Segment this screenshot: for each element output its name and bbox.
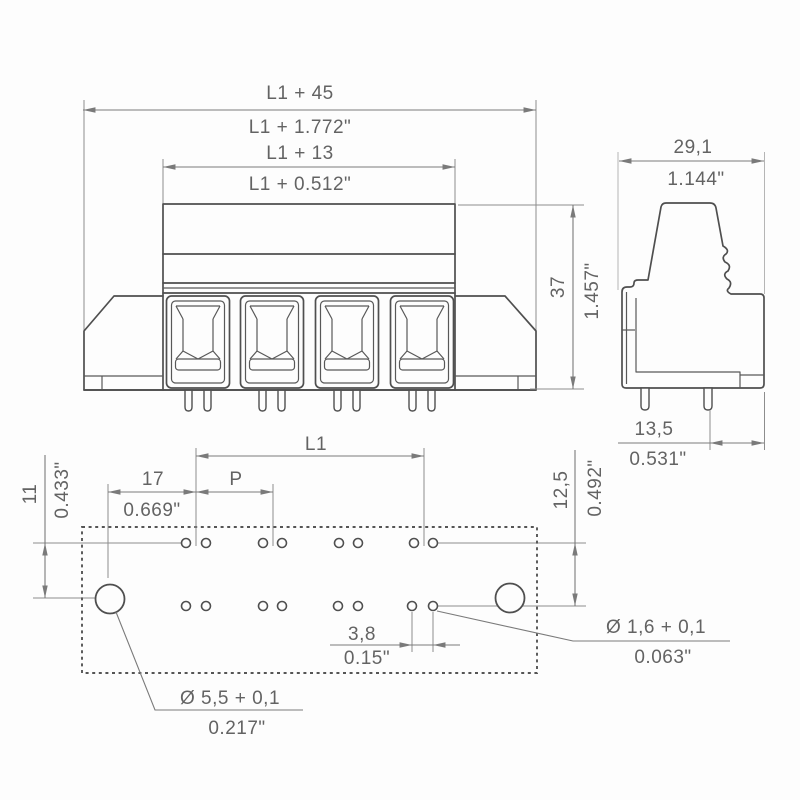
pin-hole <box>408 537 420 549</box>
callout-mounting-hole-mm: Ø 5,5 + 0,1 <box>180 688 280 709</box>
side-body <box>621 202 765 411</box>
pin-hole <box>352 537 364 549</box>
solder-pin <box>640 387 650 411</box>
pin-hole <box>276 600 288 612</box>
pin-hole <box>427 537 439 549</box>
dim-total-width-in: L1 + 1.772" <box>249 117 352 138</box>
dim-total-width-mm: L1 + 45 <box>266 83 333 104</box>
dim-pitch-label: P <box>229 469 242 490</box>
dim-row-offset-in: 0.433" <box>52 461 73 518</box>
callout-pin-hole-in: 0.063" <box>634 647 691 668</box>
mounting-hole-large <box>494 582 526 614</box>
dim-depth-in: 1.144" <box>667 169 724 190</box>
pin-hole <box>332 600 344 612</box>
dim-hole-pair-mm: 3,8 <box>348 624 376 645</box>
dim-hole-pair-in: 0.15" <box>344 648 390 669</box>
pin-hole <box>276 537 288 549</box>
dim-depth-mm: 29,1 <box>674 137 713 158</box>
dim-row-spacing-in: 0.492" <box>585 459 606 516</box>
dim-end-offset-mm: 17 <box>142 469 164 490</box>
pin-hole <box>352 600 364 612</box>
pin-hole <box>406 600 418 612</box>
dim-pin-to-face-mm: 13,5 <box>635 419 674 440</box>
callout-pin-hole-mm: Ø 1,6 + 0,1 <box>606 617 706 638</box>
footprint-outline-dashed <box>81 526 538 674</box>
dim-row-spacing-mm: 12,5 <box>551 471 572 510</box>
front-right-wing <box>454 295 537 391</box>
pin-hole <box>333 537 345 549</box>
side-view: 29,1 1.144" 13,5 0.531" <box>617 137 765 470</box>
front-view: L1 + 45 L1 + 1.772" L1 + 13 L1 + 0.512" <box>83 83 603 412</box>
dim-end-offset-in: 0.669" <box>123 500 180 521</box>
mounting-hole-large <box>94 583 126 615</box>
front-left-wing <box>83 295 164 391</box>
pin-hole <box>200 600 212 612</box>
dim-body-width-in: L1 + 0.512" <box>249 174 352 195</box>
pin-hole <box>257 600 269 612</box>
pin-hole <box>200 537 212 549</box>
solder-pin <box>703 387 713 411</box>
callout-mounting-hole-in: 0.217" <box>208 718 265 739</box>
dim-pin-to-face-in: 0.531" <box>629 449 686 470</box>
pin-holes-top-row <box>180 537 439 549</box>
leader-line-mounting-hole <box>115 611 303 711</box>
front-housing <box>162 203 456 391</box>
footprint-view: L1 17 0.669" P 11 0.433" 12,5 0.492" <box>20 434 730 739</box>
pin-hole <box>180 537 192 549</box>
pin-hole <box>427 600 439 612</box>
pin-hole <box>257 537 269 549</box>
dim-row-offset-mm: 11 <box>20 484 41 505</box>
dim-l1-label: L1 <box>305 434 327 455</box>
dim-height-in: 1.457" <box>582 262 603 319</box>
pin-hole <box>180 600 192 612</box>
dim-body-width-mm: L1 + 13 <box>266 143 333 164</box>
pin-holes-bottom-row <box>180 600 439 612</box>
leader-line-pin-hole <box>436 610 730 642</box>
dim-height-mm: 37 <box>548 276 569 298</box>
